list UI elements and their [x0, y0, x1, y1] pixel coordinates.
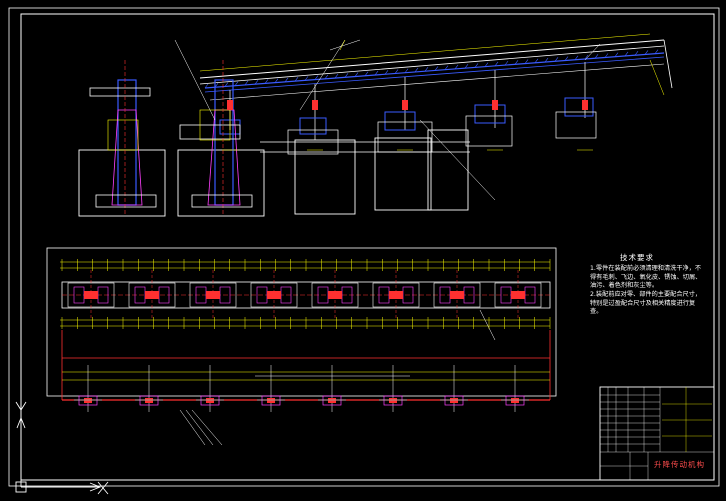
rail-hatch-mark: [244, 80, 249, 86]
leader-lines-bottom: [179, 309, 496, 446]
support-tower-joint: [492, 100, 498, 110]
rail-hatch-mark: [594, 54, 599, 59]
post-drive: [145, 398, 153, 403]
rail-hatch-mark: [204, 83, 209, 89]
rail-hatch-mark: [414, 67, 419, 73]
rail-hatch-mark: [354, 72, 359, 77]
post-drive: [206, 398, 214, 403]
post-drive: [450, 398, 458, 403]
plan-view-upper: [46, 247, 557, 400]
post-base: [200, 395, 220, 406]
rail-hatch-mark: [434, 66, 439, 71]
rail-hatch-mark: [294, 76, 299, 82]
drawing-border-inner: [20, 13, 715, 481]
post-drive: [511, 398, 519, 403]
title-block: [599, 386, 715, 481]
drawing-border-outer: [8, 7, 720, 487]
rail-hatch-mark: [454, 64, 459, 70]
rail-hatch-mark: [614, 52, 619, 57]
post-base: [78, 395, 98, 406]
rail-hatch-mark: [464, 63, 469, 69]
support-tower-joint: [582, 100, 588, 110]
rail-hatch-mark: [544, 57, 549, 63]
rail-hatch-mark: [214, 83, 219, 88]
ucs-axis-icon: [15, 401, 109, 495]
rail-hatch-mark: [484, 62, 489, 67]
rail-hatch-mark: [384, 70, 389, 75]
support-towers-group: [222, 100, 593, 151]
rail-hatch-mark: [624, 51, 629, 57]
rail-hatch-mark: [574, 55, 579, 60]
rail-hatch-mark: [394, 69, 399, 74]
upper-dimension-ticks-group: [61, 259, 551, 329]
rail-hatch-mark: [654, 49, 659, 54]
rail-hatch-mark: [514, 60, 519, 65]
rail-hatch-mark: [364, 71, 369, 76]
rail-hatch-mark: [284, 77, 289, 83]
rail-hatch-mark: [554, 57, 559, 62]
post-base: [383, 395, 403, 406]
rail-hatch-mark: [334, 73, 339, 79]
rail-hatch-mark: [274, 78, 279, 83]
post-base: [322, 395, 342, 406]
rail-hatch-mark: [494, 61, 499, 67]
post-drive: [389, 398, 397, 403]
rail-hatch-mark: [444, 65, 449, 70]
rail-hatch-mark: [504, 60, 509, 66]
rail-hatch-mark: [344, 73, 349, 78]
rail-hatch-mark: [264, 79, 269, 84]
post-drive: [84, 398, 92, 403]
rail-hatch-mark: [234, 81, 239, 86]
support-tower-joint: [402, 100, 408, 110]
rail-hatch-mark: [584, 54, 589, 60]
rail-hatch-mark: [604, 53, 609, 58]
rail-hatch-mark: [324, 74, 329, 80]
rail-hatch-mark: [404, 68, 409, 73]
rail-hatch-group: [204, 49, 659, 89]
support-tower-joint: [312, 100, 318, 110]
post-base: [444, 395, 464, 406]
rail-hatch-mark: [634, 51, 639, 56]
post-drive: [267, 398, 275, 403]
rail-hatch-mark: [424, 67, 429, 72]
upper-bays-group: [67, 270, 542, 320]
lower-posts-group: [74, 365, 529, 412]
rail-hatch-mark: [524, 59, 529, 64]
top-elevation-view: [78, 33, 673, 217]
rail-hatch-mark: [254, 80, 259, 85]
post-base: [261, 395, 281, 406]
rail-hatch-mark: [564, 56, 569, 61]
rail-hatch-mark: [474, 63, 479, 68]
tech-requirement-item-2: 2.装配前应对零、部件的主要配合尺寸，特别是过盈配合尺寸及相关精度进行复查。: [590, 291, 702, 316]
rail-hatch-mark: [644, 50, 649, 55]
rail-hatch-mark: [224, 82, 229, 87]
support-tower-joint: [227, 100, 233, 110]
rail-hatch-mark: [374, 70, 379, 76]
post-drive: [328, 398, 336, 403]
rail-hatch-mark: [314, 75, 319, 80]
tech-requirements-heading: 技术要求: [620, 253, 654, 262]
rail-hatch-mark: [534, 58, 539, 64]
post-base: [139, 395, 159, 406]
tech-requirement-item-1: 1.零件在装配前必须清理和清洗干净，不得有毛刺、飞边、氧化皮、锈蚀、切屑、油污、…: [590, 265, 702, 290]
post-base: [505, 395, 525, 406]
drawing-title: 升降传动机构: [654, 460, 705, 469]
rail-hatch-mark: [304, 76, 309, 81]
